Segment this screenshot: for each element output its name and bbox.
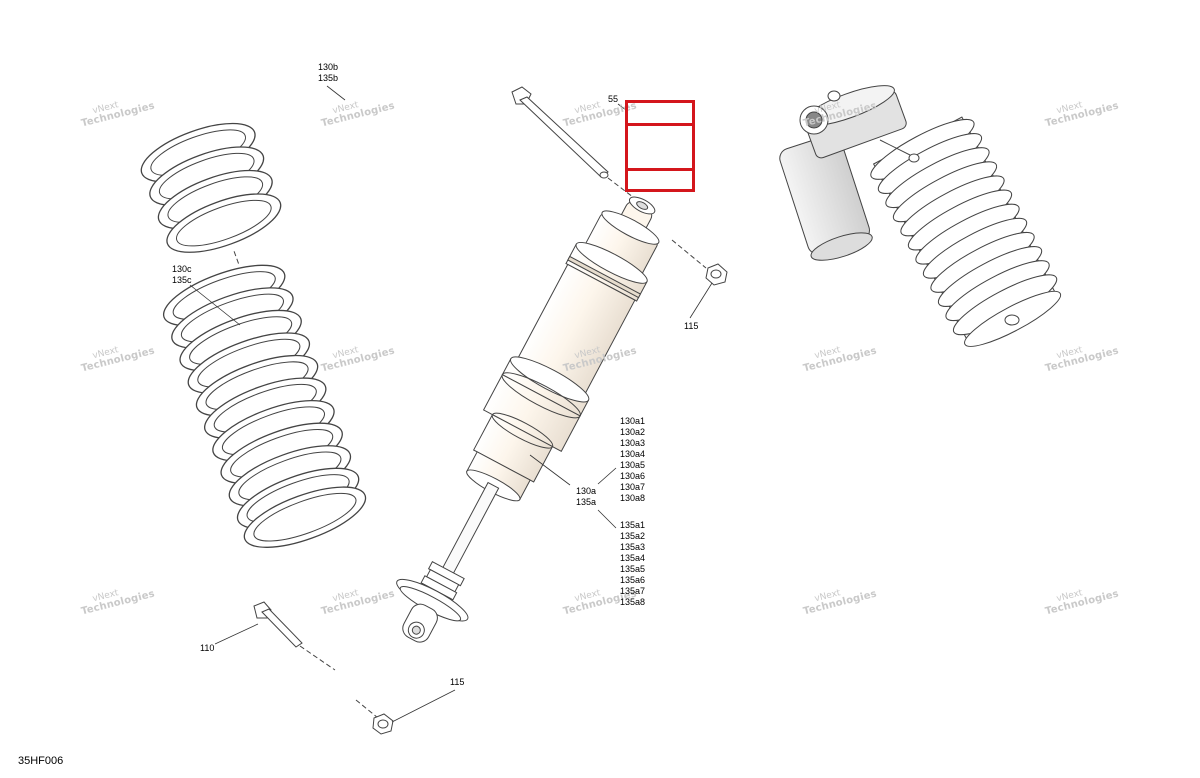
variant-list-130: 130a1 130a2 130a3 130a4 130a5 130a6 130a… [620, 416, 645, 504]
callout-55[interactable]: 55 [608, 94, 619, 104]
variant-list-135: 135a1 135a2 135a3 135a4 135a5 135a6 135a… [620, 520, 645, 608]
leader-lines-shock [214, 103, 713, 723]
highlight-box-bottom[interactable] [625, 168, 695, 192]
coil-spring-lower[interactable] [134, 111, 372, 559]
callout-135a1[interactable]: 135a1 [620, 520, 646, 530]
highlight-box-middle[interactable] [625, 123, 695, 171]
shock-assembly-view[interactable] [777, 78, 1069, 357]
callout-130a-135a[interactable]: 130a 135a [576, 486, 596, 508]
callout-135a[interactable]: 135a [576, 497, 597, 507]
callout-130a3[interactable]: 130a3 [620, 438, 646, 448]
callout-130a4[interactable]: 130a4 [620, 449, 646, 459]
callout-135a6[interactable]: 135a6 [620, 575, 646, 585]
callout-130b-135b[interactable]: 130b 135b [318, 62, 338, 84]
callout-130a8[interactable]: 130a8 [620, 493, 646, 503]
shock-absorber[interactable] [373, 180, 684, 660]
diagram-code: 35HF006 [18, 755, 64, 767]
callout-135a7[interactable]: 135a7 [620, 586, 646, 596]
callout-135a8[interactable]: 135a8 [620, 597, 646, 607]
callout-135a5[interactable]: 135a5 [620, 564, 646, 574]
callout-135a3[interactable]: 135a3 [620, 542, 646, 552]
callout-130a7[interactable]: 130a7 [620, 482, 646, 492]
callout-115-bottom[interactable]: 115 [450, 677, 465, 687]
callout-110[interactable]: 110 [200, 643, 215, 653]
callout-130a6[interactable]: 130a6 [620, 471, 646, 481]
nut-115-bottom[interactable] [355, 699, 394, 735]
nut-115-top[interactable] [671, 239, 728, 286]
callout-130a1[interactable]: 130a1 [620, 416, 646, 426]
callout-130a5[interactable]: 130a5 [620, 460, 646, 470]
callout-130b[interactable]: 130b [318, 62, 339, 72]
callout-130c[interactable]: 130c [172, 264, 192, 274]
bolt-110[interactable] [253, 601, 336, 671]
callout-135c[interactable]: 135c [172, 275, 192, 285]
leader-lines-springs [189, 85, 346, 326]
callout-135a2[interactable]: 135a2 [620, 531, 646, 541]
callout-135b[interactable]: 135b [318, 73, 339, 83]
callout-135a4[interactable]: 135a4 [620, 553, 646, 563]
callout-130a2[interactable]: 130a2 [620, 427, 646, 437]
bolt-55[interactable] [511, 86, 651, 211]
callout-115-top[interactable]: 115 [684, 321, 699, 331]
callout-130c-135c[interactable]: 130c 135c [172, 264, 192, 286]
callout-130a[interactable]: 130a [576, 486, 597, 496]
